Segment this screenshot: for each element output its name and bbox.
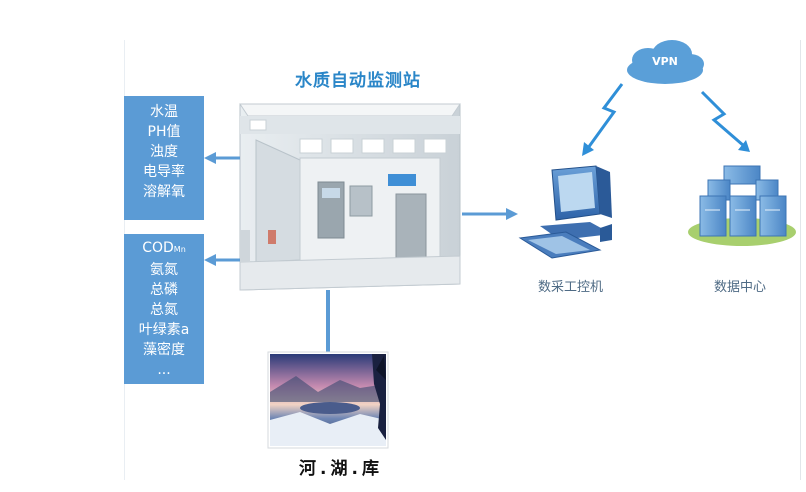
acquisition-pc-label: 数采工控机 bbox=[538, 280, 604, 295]
param-item: 藻密度 bbox=[143, 342, 185, 358]
param-item-cod: CODMn bbox=[124, 238, 204, 260]
param-box-nutrients: CODMn 氨氮 总磷 总氮 叶绿素a 藻密度 ... bbox=[124, 234, 204, 384]
frame-right-edge bbox=[800, 40, 801, 480]
lake-photo bbox=[267, 351, 389, 449]
param-box-basic: 水温 PH值 浊度 电导率 溶解氧 bbox=[124, 96, 204, 220]
param-item: 浊度 bbox=[150, 144, 178, 160]
arrow-to-param-box-1 bbox=[204, 152, 240, 164]
water-body-label: 河.湖.库 bbox=[299, 459, 383, 479]
wireless-link-pc-icon bbox=[586, 83, 624, 149]
arrow-to-acquisition-pc bbox=[462, 208, 518, 220]
data-center-label: 数据中心 bbox=[714, 280, 767, 295]
param-item: 总磷 bbox=[150, 282, 178, 298]
vpn-label: VPN bbox=[652, 55, 678, 68]
param-item: 氨氮 bbox=[150, 262, 178, 278]
wireless-link-datacenter-icon bbox=[700, 90, 745, 148]
industrial-pc-icon bbox=[518, 165, 612, 259]
wireless-link-datacenter-arrow-icon bbox=[738, 140, 750, 152]
arrow-to-param-box-2 bbox=[204, 254, 240, 266]
station-title: 水质自动监测站 bbox=[295, 71, 421, 91]
cod-text: COD bbox=[142, 240, 174, 256]
param-item: 叶绿素a bbox=[138, 322, 190, 338]
cod-subscript: Mn bbox=[173, 245, 186, 254]
vpn-cloud-icon bbox=[627, 40, 704, 84]
param-item: PH值 bbox=[147, 124, 181, 140]
param-item: 电导率 bbox=[143, 164, 185, 180]
data-center-icon bbox=[688, 165, 796, 246]
wireless-link-pc-arrow-icon bbox=[582, 142, 594, 156]
param-item: ... bbox=[157, 362, 171, 378]
param-item: 水温 bbox=[150, 104, 178, 120]
param-item: 总氮 bbox=[150, 302, 178, 318]
monitoring-station-icon bbox=[239, 103, 461, 291]
param-item: 溶解氧 bbox=[143, 184, 185, 200]
